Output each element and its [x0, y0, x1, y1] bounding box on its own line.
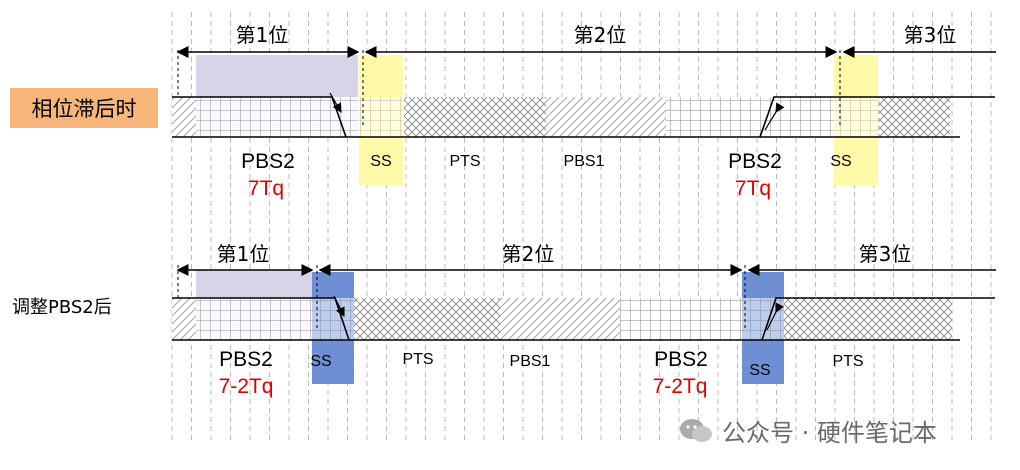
- tq-label-b1: 7-2Tq: [219, 375, 274, 398]
- wechat-icon: [678, 416, 714, 446]
- segment-pbs2-a1: PBS2: [241, 150, 295, 173]
- segment-pts-a: PTS: [449, 153, 480, 170]
- diagram-a: 第1位 第2位 第3位 PBS2 SS PTS PBS1 PBS2 SS 7Tq…: [172, 23, 996, 200]
- segment-ss-b2: SS: [749, 362, 770, 379]
- row-label-phase-lag: 相位滞后时: [10, 88, 158, 128]
- tq-label-a1: 7Tq: [248, 177, 284, 200]
- bit-label-b3: 第3位: [859, 242, 912, 266]
- segment-ss-a2: SS: [830, 153, 851, 170]
- row-label-phase-lag-text: 相位滞后时: [31, 97, 137, 121]
- segment-pbs1-a: PBS1: [564, 153, 605, 170]
- watermark-text: 公众号 · 硬件笔记本: [722, 419, 937, 447]
- signal-waveform-a: [172, 96, 995, 138]
- segment-pbs2-a2: PBS2: [728, 150, 782, 173]
- bit-label-a2: 第2位: [574, 23, 627, 47]
- bit-label-a1: 第1位: [236, 23, 289, 47]
- row-label-adjusted-text: 调整PBS2后: [12, 297, 112, 318]
- signal-waveform-b: [172, 297, 995, 341]
- segment-pbs2-b1: PBS2: [219, 348, 273, 371]
- bit-label-a3: 第3位: [904, 23, 957, 47]
- tq-label-b2: 7-2Tq: [653, 375, 708, 398]
- bit-label-b2: 第2位: [502, 242, 555, 266]
- segment-pts-b2: PTS: [832, 353, 863, 370]
- segment-pts-b1: PTS: [402, 351, 433, 368]
- tq-label-a2: 7Tq: [735, 177, 771, 200]
- row-label-adjusted: 调整PBS2后: [12, 293, 112, 319]
- segment-ss-a1: SS: [370, 153, 391, 170]
- segment-pbs1-b: PBS1: [510, 353, 551, 370]
- segment-ss-b1: SS: [310, 353, 331, 370]
- watermark: 公众号 · 硬件笔记本: [678, 413, 937, 448]
- diagram-b: 第1位 第2位 第3位 PBS2 SS PTS PBS1 PBS2 SS PTS…: [172, 242, 996, 398]
- bit-label-b1: 第1位: [217, 242, 270, 266]
- segment-pbs2-b2: PBS2: [654, 348, 708, 371]
